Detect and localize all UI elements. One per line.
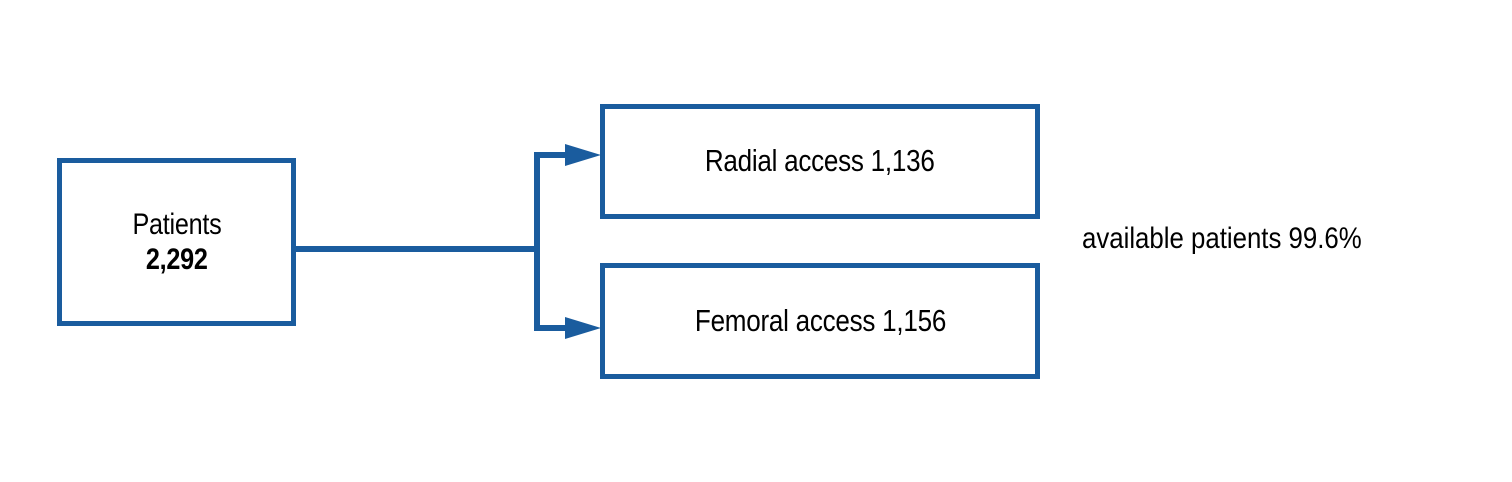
node-radial-access-label: Radial access 1,136 <box>705 143 935 179</box>
arrowhead-radial-icon <box>565 144 601 166</box>
node-patients-value: 2,292 <box>145 243 208 276</box>
node-femoral-access-label: Femoral access 1,156 <box>694 302 946 338</box>
node-radial-access[interactable]: Radial access 1,136 <box>600 104 1040 219</box>
node-patients[interactable]: Patients 2,292 <box>57 158 296 326</box>
availability-annotation: available patients 99.6% <box>1082 222 1362 255</box>
node-femoral-access[interactable]: Femoral access 1,156 <box>600 263 1040 379</box>
node-patients-label: Patients <box>131 207 222 241</box>
arrowhead-femoral-icon <box>565 317 601 339</box>
